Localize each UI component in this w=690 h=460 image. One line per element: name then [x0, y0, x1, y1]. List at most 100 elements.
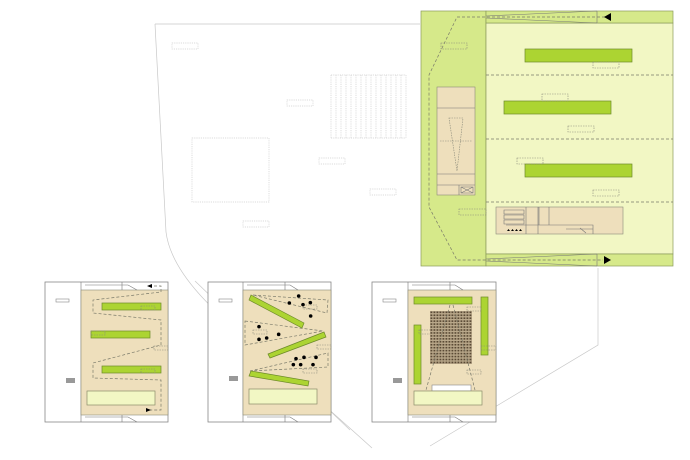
seat — [460, 326, 463, 328]
marker — [592, 61, 620, 69]
seat — [439, 341, 442, 343]
main-plan — [420, 10, 674, 267]
seating-dots — [257, 294, 318, 367]
seat — [469, 320, 472, 322]
seat — [457, 355, 460, 358]
seat — [442, 349, 445, 352]
seat — [460, 358, 463, 361]
parking-stripes — [330, 74, 407, 139]
seat — [460, 352, 463, 355]
seat — [469, 332, 472, 334]
seat — [442, 343, 445, 346]
marker — [440, 42, 468, 50]
seat — [451, 346, 454, 349]
seat — [436, 335, 439, 337]
seat — [445, 326, 448, 328]
seat — [451, 358, 454, 361]
seat — [454, 329, 457, 331]
seat-dot — [264, 336, 269, 340]
seat — [445, 332, 448, 334]
seat — [439, 329, 442, 331]
seat — [454, 326, 457, 328]
display-bar — [503, 100, 612, 115]
seat — [463, 326, 466, 328]
seat — [469, 361, 472, 364]
seat — [460, 311, 463, 314]
parking-marker — [318, 157, 346, 165]
seat — [436, 355, 439, 358]
seat — [454, 323, 457, 325]
seat — [442, 352, 445, 355]
seat — [469, 335, 472, 337]
marker — [592, 189, 620, 197]
seat — [454, 320, 457, 322]
seat — [466, 338, 469, 340]
seat — [430, 355, 433, 358]
seat — [433, 317, 436, 319]
seat — [448, 332, 451, 334]
seat — [445, 341, 448, 343]
arrow-right-icon — [604, 256, 611, 264]
seat-dot — [311, 362, 315, 367]
seat — [457, 349, 460, 352]
seat — [430, 361, 433, 364]
seat — [457, 323, 460, 325]
seat — [460, 329, 463, 331]
seat — [469, 338, 472, 340]
seat — [442, 332, 445, 334]
seat — [457, 335, 460, 337]
seat — [469, 311, 472, 314]
seat — [451, 311, 454, 314]
seat — [442, 323, 445, 325]
seat — [451, 323, 454, 325]
seat — [436, 352, 439, 355]
seat — [430, 352, 433, 355]
seat — [442, 361, 445, 364]
variant-plan-zigzag — [44, 281, 169, 423]
elevator-icon — [393, 378, 402, 383]
seat — [469, 314, 472, 317]
seat — [463, 323, 466, 325]
seat — [460, 314, 463, 317]
seat — [439, 349, 442, 352]
seat — [436, 341, 439, 343]
seat — [439, 352, 442, 355]
seat — [460, 361, 463, 364]
seat — [463, 335, 466, 337]
seat — [466, 326, 469, 328]
seat — [442, 320, 445, 322]
seat — [451, 341, 454, 343]
seat — [463, 311, 466, 314]
seat — [430, 358, 433, 361]
seat — [430, 335, 433, 337]
seat — [451, 355, 454, 358]
seat — [466, 346, 469, 349]
seat — [454, 349, 457, 352]
seat — [445, 361, 448, 364]
seat — [442, 317, 445, 319]
parking-marker — [171, 42, 199, 50]
seat — [466, 320, 469, 322]
seat — [457, 338, 460, 340]
seat — [436, 320, 439, 322]
seat — [463, 317, 466, 319]
seat — [433, 352, 436, 355]
seat — [463, 314, 466, 317]
seat — [439, 355, 442, 358]
seat-dot — [276, 332, 281, 337]
seat — [466, 341, 469, 343]
seat — [457, 358, 460, 361]
seat — [463, 361, 466, 364]
elevator-icon — [66, 378, 75, 383]
seat — [451, 320, 454, 322]
seat — [460, 338, 463, 340]
seat — [454, 343, 457, 346]
seat — [448, 320, 451, 322]
seat — [460, 355, 463, 358]
seat — [436, 326, 439, 328]
parking-marker — [242, 220, 270, 228]
seat — [460, 341, 463, 343]
seat-dot — [308, 314, 313, 318]
seat — [454, 335, 457, 337]
variant-plan-auditorium — [371, 281, 497, 423]
